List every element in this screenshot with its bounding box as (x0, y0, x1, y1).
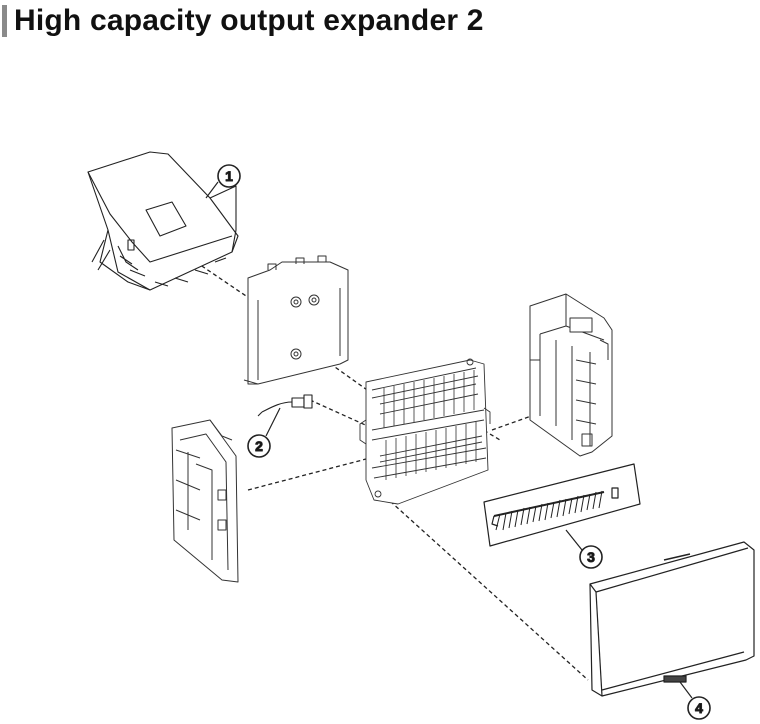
callout-4-label: 4 (695, 700, 703, 716)
right-side-frame (529, 293, 613, 457)
rear-plate (243, 255, 349, 385)
left-side-frame (171, 419, 239, 583)
callout-4 (679, 681, 711, 720)
part-4-front-door-cover (589, 541, 755, 697)
page-title-bar: High capacity output expander 2 (0, 4, 484, 38)
page-title: High capacity output expander 2 (14, 4, 484, 37)
part-2-sensor-cable (257, 394, 313, 417)
part-1-output-bin (87, 151, 239, 291)
callout-1-label: 1 (225, 168, 233, 184)
callout-3 (565, 529, 603, 569)
part-3-deflector-gate-assembly (483, 463, 641, 547)
callout-2-label: 2 (255, 438, 263, 454)
callout-3-label: 3 (587, 549, 595, 565)
transport-roller-assembly (359, 358, 491, 505)
callout-1 (205, 164, 241, 199)
callout-2 (247, 407, 281, 458)
title-accent-bar (2, 5, 7, 37)
